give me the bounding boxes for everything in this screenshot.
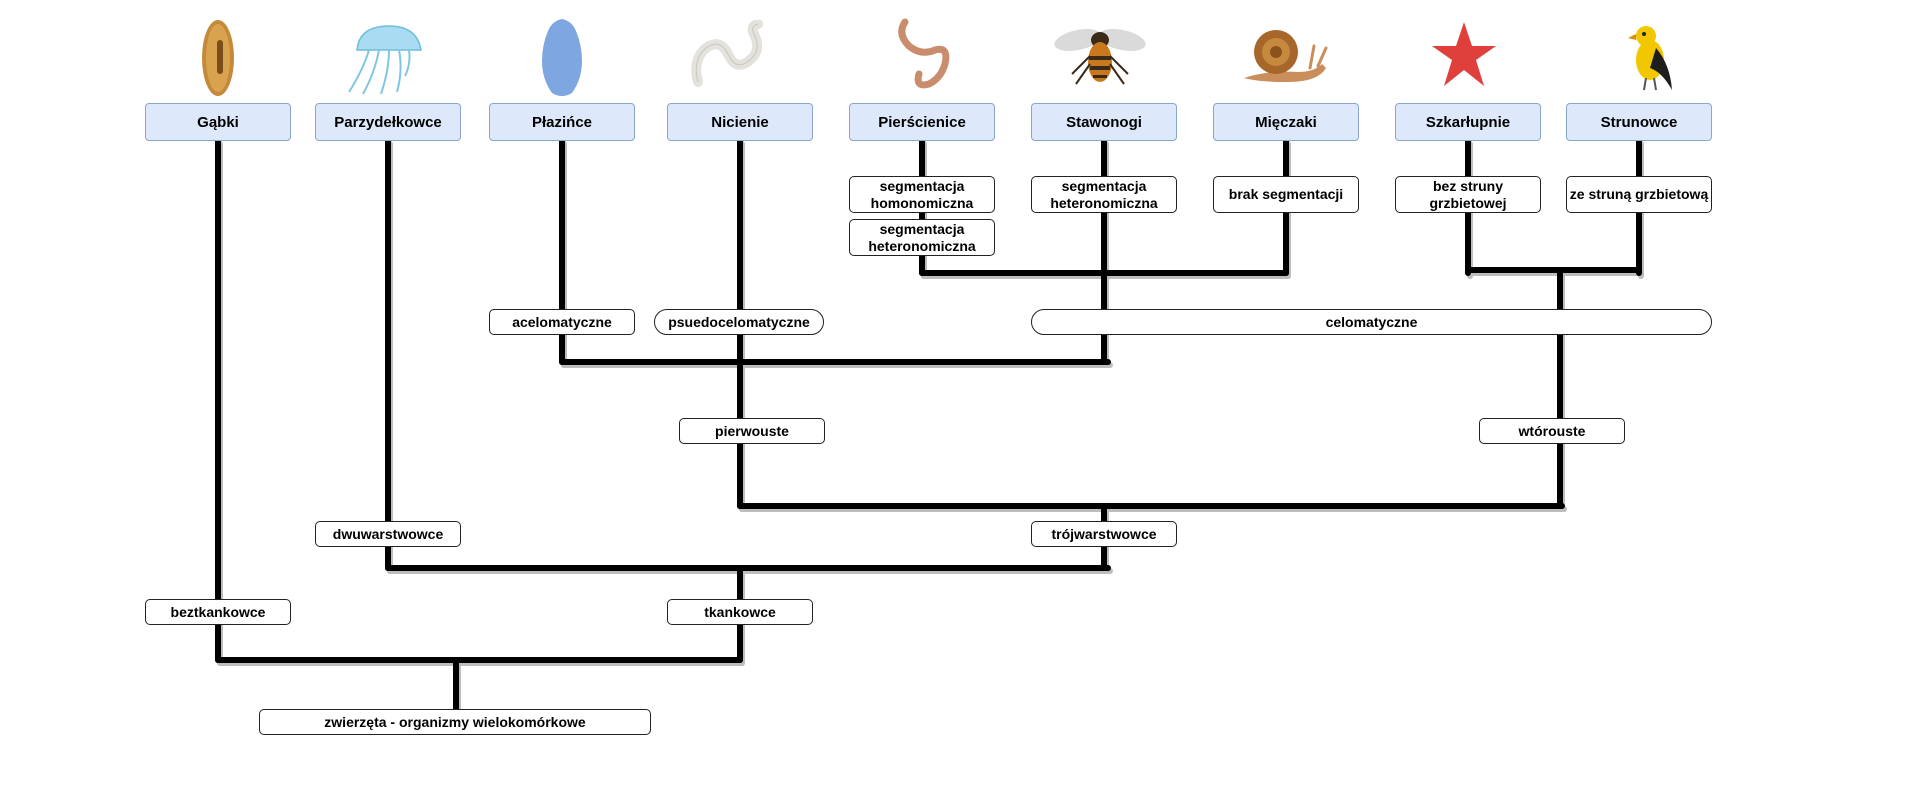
jellyfish-icon [348, 25, 422, 95]
taxon-parzydelkowce[interactable]: Parzydełkowce [315, 103, 461, 141]
taxon-stawonogi[interactable]: Stawonogi [1031, 103, 1177, 141]
trait-tkankowce: tkankowce [667, 599, 813, 625]
taxon-mieczaki[interactable]: Mięczaki [1213, 103, 1359, 141]
trait-acelomatyczne: acelomatyczne [489, 309, 635, 335]
taxon-plazince[interactable]: Płazińce [489, 103, 635, 141]
trait-ze-struna-grzbietowa: ze struną grzbietową [1566, 176, 1712, 213]
trait-wtorouste: wtórouste [1479, 418, 1625, 444]
sponge-icon [202, 20, 234, 96]
roundworm-icon [691, 20, 763, 87]
trait-dwuwarstwowce: dwuwarstwowce [315, 521, 461, 547]
taxon-strunowce[interactable]: Strunowce [1566, 103, 1712, 141]
trait-pseudocelomatyczne: psuedocelomatyczne [654, 309, 824, 335]
trait-segmentacja-heteronomiczna-pierscienice: segmentacja heteronomiczna [849, 219, 995, 256]
taxon-gabki[interactable]: Gąbki [145, 103, 291, 141]
taxon-nicienie[interactable]: Nicienie [667, 103, 813, 141]
snail-icon [1244, 30, 1328, 82]
trait-pierwouste: pierwouste [679, 418, 825, 444]
trait-segmentacja-heteronomiczna-stawonogi: segmentacja heteronomiczna [1031, 176, 1177, 213]
taxon-szkarlupnie[interactable]: Szkarłupnie [1395, 103, 1541, 141]
bee-icon [1054, 29, 1146, 85]
trait-segmentacja-homonomiczna: segmentacja homonomiczna [849, 176, 995, 213]
trait-celomatyczne: celomatyczne [1031, 309, 1712, 335]
trait-zwierzeta-root: zwierzęta - organizmy wielokomórkowe [259, 709, 651, 735]
flatworm-icon [542, 19, 582, 96]
earthworm-icon [898, 18, 950, 89]
bird-icon [1628, 26, 1672, 91]
taxon-pierscienice[interactable]: Pierścienice [849, 103, 995, 141]
trait-beztkankowce: beztkankowce [145, 599, 291, 625]
trait-bez-struny-grzbietowej: bez struny grzbietowej [1395, 176, 1541, 213]
starfish-icon [1432, 22, 1496, 86]
trait-brak-segmentacji: brak segmentacji [1213, 176, 1359, 213]
trait-trojwarstwowce: trójwarstwowce [1031, 521, 1177, 547]
